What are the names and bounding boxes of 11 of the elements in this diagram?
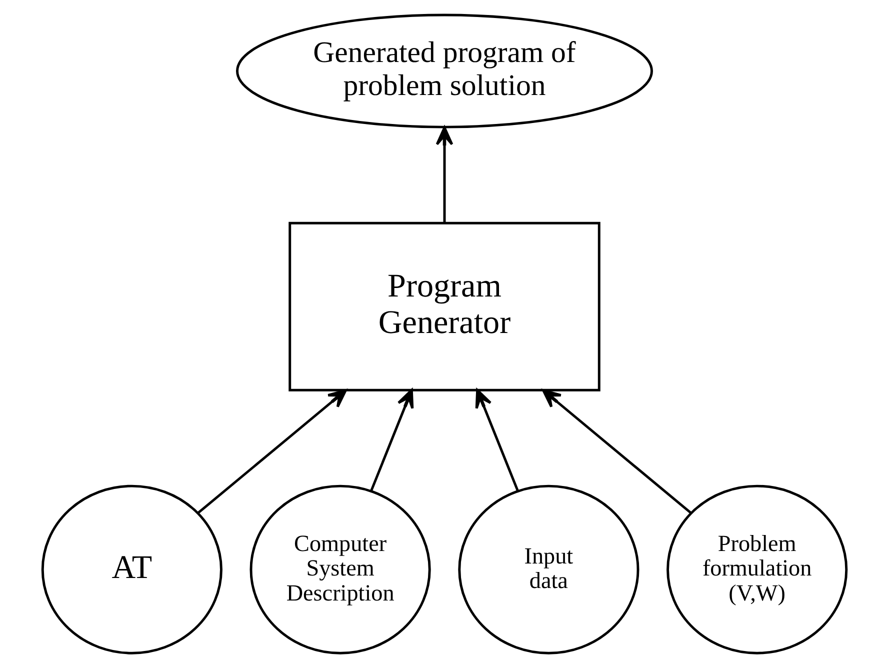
arrow: [542, 389, 692, 514]
node-circle: Input data: [458, 484, 640, 654]
node-box: Program Generator: [288, 222, 600, 392]
node-circle: Problem formulation (V,W): [666, 484, 848, 654]
arrow: [370, 388, 414, 492]
arrow: [436, 126, 454, 224]
node-circle: AT: [41, 484, 222, 654]
arrow: [475, 388, 519, 492]
node-ellipse: Generated program of problem solution: [236, 14, 653, 128]
arrow: [197, 389, 347, 514]
node-circle: Computer System Description: [250, 484, 431, 654]
